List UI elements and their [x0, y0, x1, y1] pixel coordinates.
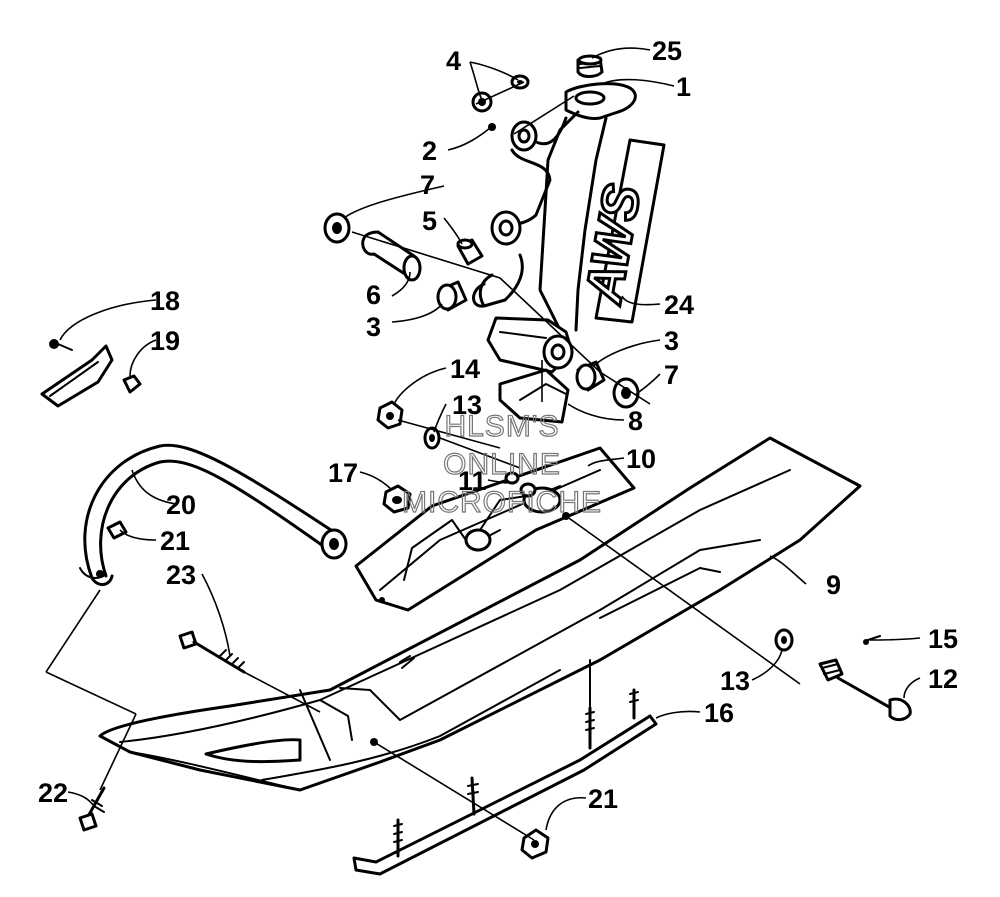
bolt-23-part — [178, 630, 246, 674]
callout-3a: 3 — [366, 312, 381, 342]
callout-4: 4 — [446, 46, 461, 76]
watermark: HLSM'S ONLINE MICROFICHE — [401, 409, 602, 519]
ski-part — [98, 436, 862, 792]
callout-11: 11 — [458, 466, 487, 496]
bushing-3-part — [436, 280, 468, 312]
bushing-part — [323, 212, 351, 244]
callout-13b: 13 — [720, 666, 750, 696]
callout-19: 19 — [150, 326, 180, 356]
callout-2: 2 — [422, 136, 437, 166]
wear-bar-part — [352, 659, 658, 876]
decal-label: AWS — [574, 180, 652, 309]
leader-lines — [59, 47, 921, 831]
callout-5: 5 — [422, 206, 437, 236]
watermark-line-2: ONLINE — [443, 448, 561, 481]
right-bushings — [575, 360, 640, 409]
watermark-line-3: MICROFICHE — [402, 486, 602, 519]
callout-1: 1 — [676, 72, 691, 102]
callout-15: 15 — [928, 624, 958, 654]
nut-17-part — [382, 484, 412, 514]
callout-7b: 7 — [664, 360, 679, 390]
callout-25: 25 — [652, 36, 682, 66]
assembly-lines — [45, 81, 801, 841]
grease-fitting-part — [488, 123, 496, 131]
bracket-part — [40, 339, 142, 408]
callout-12: 12 — [928, 664, 958, 694]
callout-8: 8 — [628, 406, 643, 436]
callout-17: 17 — [328, 458, 358, 488]
bolt-22-part — [78, 786, 106, 832]
saddle-part — [354, 446, 636, 612]
callout-18: 18 — [150, 286, 180, 316]
callout-14: 14 — [450, 354, 480, 384]
ski-loop-part — [79, 443, 348, 586]
aws-decal: AWS — [573, 138, 666, 324]
callout-13a: 13 — [452, 390, 482, 420]
shaft-part — [361, 230, 422, 282]
callout-9: 9 — [826, 570, 841, 600]
callout-7a: 7 — [420, 170, 435, 200]
callout-21b: 21 — [588, 784, 618, 814]
callout-20: 20 — [166, 490, 196, 520]
washer-13-upper — [423, 426, 441, 450]
callout-23: 23 — [166, 560, 196, 590]
callout-6: 6 — [366, 280, 381, 310]
cap-part — [576, 54, 604, 78]
nut-21-upper — [106, 520, 128, 540]
callout-3b: 3 — [664, 326, 679, 356]
watermark-line-1: HLSM'S — [444, 410, 559, 443]
callout-22: 22 — [38, 778, 68, 808]
callouts: 1 2 3 3 4 5 6 7 7 8 9 10 11 12 13 13 14 … — [38, 36, 958, 814]
callout-24: 24 — [664, 290, 694, 320]
nut-14-part — [376, 400, 404, 430]
bolt-12-part — [774, 628, 912, 722]
spindle-part — [472, 82, 637, 374]
callout-16: 16 — [704, 698, 734, 728]
callout-10: 10 — [626, 444, 656, 474]
callout-21a: 21 — [160, 526, 190, 556]
damper-block-part — [498, 368, 570, 424]
